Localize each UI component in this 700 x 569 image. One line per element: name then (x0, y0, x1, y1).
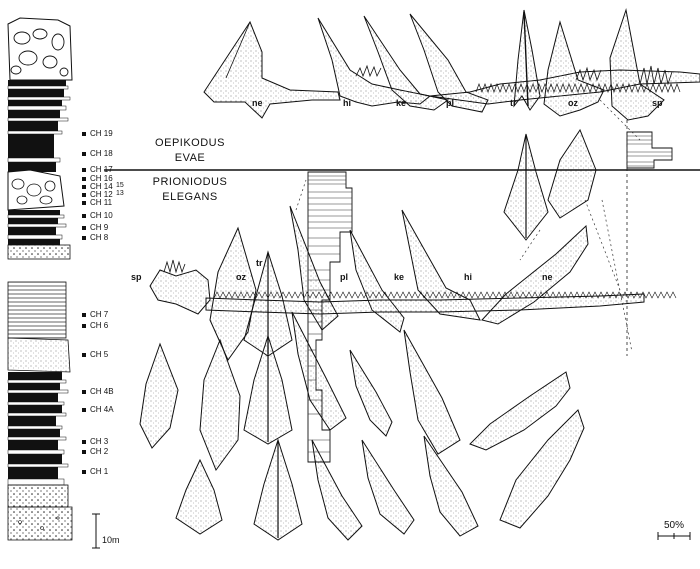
sample-markers (82, 132, 86, 474)
lower-assemblage (140, 206, 676, 540)
sample-label-ch19: CH 19 (90, 130, 113, 138)
sample-label-ch4a: CH 4A (90, 406, 114, 414)
sample-label-ch6: CH 6 (90, 322, 108, 330)
stratigraphic-column (8, 18, 72, 540)
siltstone-bed (8, 338, 70, 372)
conglomerate-lens (8, 170, 64, 210)
element-label-upper-oz: oz (568, 98, 578, 108)
element-label-lower-sp: sp (131, 272, 142, 282)
sample-label-ch18: CH 18 (90, 150, 113, 158)
element-upper-detached-oz (548, 130, 596, 218)
zone-lower-genus: PRIONIODUS (135, 176, 245, 189)
element-lower-sp-1 (150, 260, 210, 314)
element-upper-ne (204, 22, 340, 118)
element-lower-tr-3 (254, 440, 302, 540)
sample-label-ch8: CH 8 (90, 234, 108, 242)
sample-label-ch10: CH 10 (90, 212, 113, 220)
sample-label-ch9: CH 9 (90, 224, 108, 232)
element-label-upper-pl: pl (446, 98, 454, 108)
element-label-lower-ne: ne (542, 272, 553, 282)
element-lower-hi-2 (404, 330, 460, 454)
sample-label-ch3: CH 3 (90, 438, 108, 446)
sandstone-bed-lower (8, 485, 72, 540)
sample-label-ch2: CH 2 (90, 448, 108, 456)
element-lower-pl-3 (312, 440, 362, 540)
element-label-lower-pl: pl (340, 272, 348, 282)
element-upper-tr (514, 10, 540, 110)
sample-label-ch4b: CH 4B (90, 388, 114, 396)
element-lower-hi-3 (424, 436, 478, 536)
element-label-upper-ne: ne (252, 98, 263, 108)
zone-upper-species: EVAE (135, 152, 245, 165)
element-label-lower-oz: oz (236, 272, 246, 282)
element-lower-sp-3 (176, 460, 222, 534)
percent-scale-label: 50% (664, 522, 684, 530)
element-label-upper-hi: hi (343, 98, 351, 108)
sample-label-ch17: CH 17 (90, 166, 113, 174)
interbedded-unit-upper (8, 80, 70, 172)
element-upper-detached-tr (504, 134, 548, 240)
element-lower-sp-2 (140, 344, 178, 448)
interbedded-unit-middle (8, 210, 66, 245)
sample-label-ch5: CH 5 (90, 351, 108, 359)
sample-label-ch1: CH 1 (90, 468, 108, 476)
element-label-upper-ke: ke (396, 98, 406, 108)
upper-assemblage (204, 10, 700, 240)
element-lower-tr-2 (244, 336, 292, 444)
abundance-histogram-upper (627, 132, 672, 168)
percent-scale-bar (658, 532, 690, 540)
thickness-scale-label: 10m (102, 536, 120, 544)
zone-upper-genus: OEPIKODUS (135, 137, 245, 150)
zone-lower-species: ELEGANS (135, 191, 245, 204)
element-lower-oz-2 (200, 340, 240, 470)
sample-label-ch7: CH 7 (90, 311, 108, 319)
element-label-upper-tr: tr (510, 98, 517, 108)
sample-label-ch15: 15 (116, 182, 124, 189)
element-label-lower-tr: tr (256, 258, 263, 268)
element-lower-ke-2 (350, 350, 392, 436)
conglomerate-bed-top (8, 18, 72, 80)
sandstone-bed-middle (8, 245, 70, 259)
sample-label-ch11: CH 11 (90, 199, 112, 207)
element-label-upper-sp: sp (652, 98, 663, 108)
interbedded-unit-lower (8, 372, 68, 485)
sample-label-ch13: 13 (116, 190, 124, 197)
element-lower-ke-3 (362, 440, 414, 534)
element-label-lower-ke: ke (394, 272, 404, 282)
thickness-scale-bar (92, 514, 100, 548)
element-label-lower-hi: hi (464, 272, 472, 282)
laminated-unit (8, 282, 66, 338)
